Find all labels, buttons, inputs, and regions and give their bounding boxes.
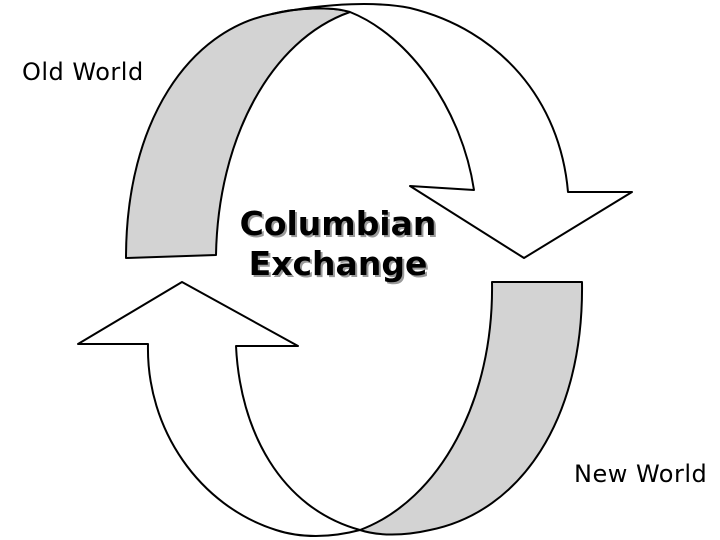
center-title: Columbian Exchange (218, 204, 458, 284)
title-line-1: Columbian (239, 204, 437, 243)
top-arrow-band (271, 3, 633, 259)
new-world-label: New World (574, 460, 708, 488)
title-line-2: Exchange (248, 244, 428, 283)
bottom-arrow-band (77, 281, 361, 537)
old-world-label: Old World (22, 58, 144, 86)
bottom-right-shaded-band (359, 281, 584, 536)
